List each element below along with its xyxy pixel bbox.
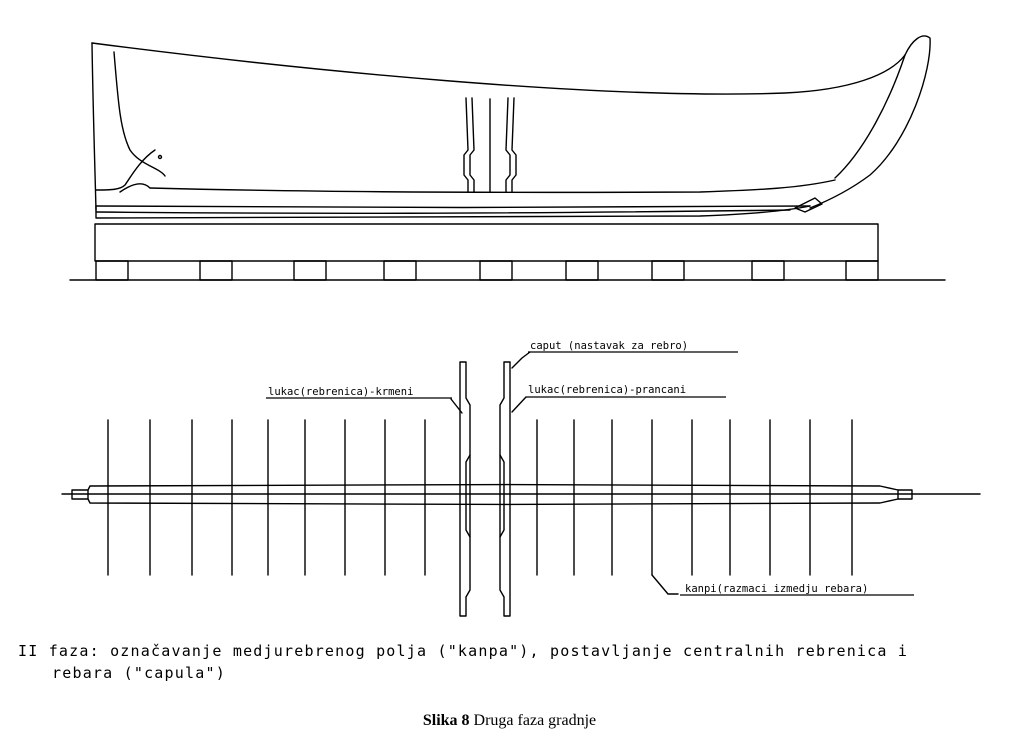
phase-description-line2: rebara ("capula") [52, 664, 226, 682]
leader-caput [511, 351, 531, 369]
slipway-block [293, 260, 327, 281]
phase-description: II faza: označavanje medjurebrenog polja… [18, 640, 908, 684]
slipway-block [479, 260, 513, 281]
keel-bottom [95, 205, 811, 219]
stern-post [91, 42, 97, 211]
bow-stem-outer [809, 35, 931, 209]
floor-prancani-plan [499, 361, 511, 617]
boat-side-view [91, 35, 931, 219]
frame-prancani-side [505, 97, 517, 193]
figure-caption: Slika 8 Druga faza gradnje [0, 712, 1019, 730]
keel-top [149, 179, 836, 194]
plan-view [61, 351, 981, 617]
caption-text: Druga faza gradnje [469, 712, 597, 729]
bow-scarf [794, 197, 823, 213]
leader-prancani [511, 396, 527, 413]
slipway-beam [94, 223, 879, 262]
slipway [69, 223, 946, 281]
slipway-block [751, 260, 785, 281]
technical-drawing: caput (nastavak za rebro) lukac(rebrenic… [61, 35, 981, 617]
label-lukac-prancani: lukac(rebrenica)-prancani [528, 384, 686, 396]
caption-label: Slika 8 [422, 712, 470, 729]
boat-sheer-line [91, 42, 906, 95]
leader-kanpi [651, 574, 679, 595]
keel-plan-outline [71, 483, 913, 506]
slipway-block [565, 260, 599, 281]
station-lines [107, 419, 853, 576]
phase-description-line1: II faza: označavanje medjurebrenog polja… [18, 642, 909, 660]
slipway-blocks [95, 260, 879, 281]
stern-inner-curve [113, 51, 166, 177]
keel-line [95, 205, 811, 209]
keel-inner-line [95, 209, 791, 215]
slipway-block [95, 260, 129, 281]
label-kanpi: kanpi(razmaci izmedju rebara) [685, 583, 868, 595]
slipway-block [845, 260, 879, 281]
label-lukac-krmeni: lukac(rebrenica)-krmeni [268, 386, 413, 398]
slipway-block [199, 260, 233, 281]
frame-krmeni-side [463, 97, 475, 193]
label-caput: caput (nastavak za rebro) [530, 340, 688, 352]
stern-lower [119, 183, 151, 193]
leader-krmeni [450, 398, 463, 414]
bow-stem-inner [834, 54, 906, 179]
stern-pin [157, 154, 163, 160]
slipway-block [651, 260, 685, 281]
slipway-block [383, 260, 417, 281]
floor-krmeni-plan [459, 361, 471, 617]
stern-transom [95, 149, 156, 191]
